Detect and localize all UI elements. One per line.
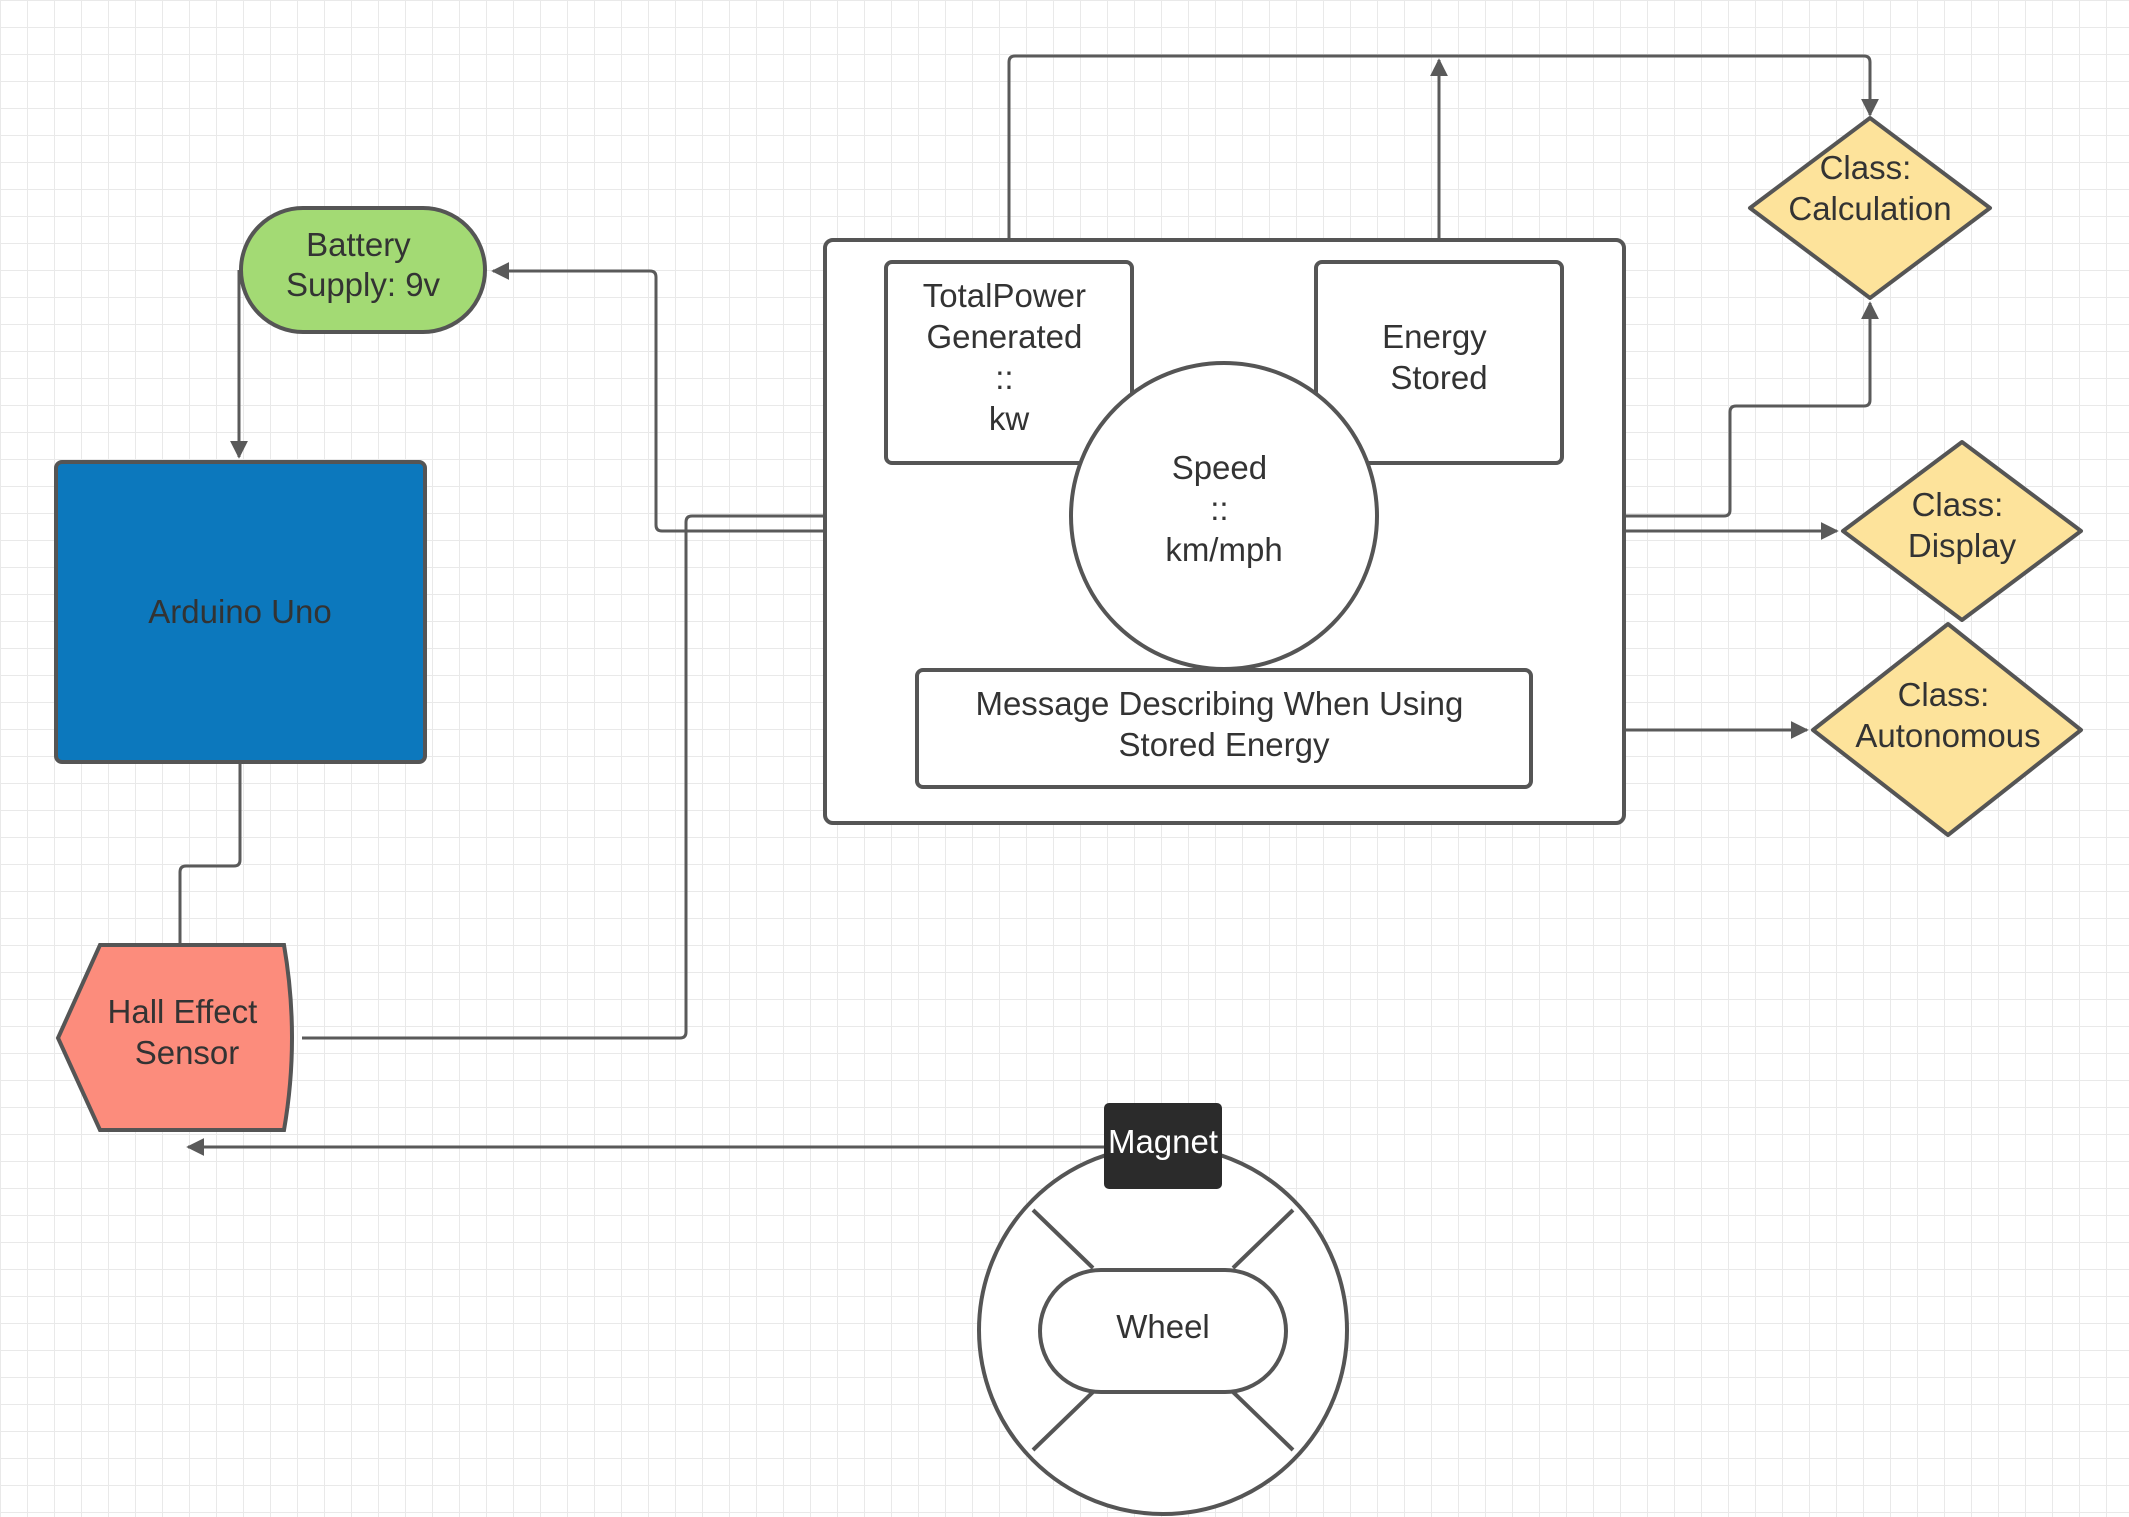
class-display-node[interactable]: Class: Display — [1841, 440, 2083, 622]
wheel-hub-shape — [1038, 1268, 1288, 1394]
battery-shape — [239, 206, 487, 334]
edge-total-power-to-calculation[interactable] — [1007, 54, 1879, 262]
hall-sensor-label: Hall Effect Sensor — [108, 993, 267, 1071]
wheel-spoke-top-right — [1231, 1208, 1295, 1270]
total-power-label: TotalPower Generated :: kw — [923, 277, 1095, 437]
message-label: Message Describing When Using Stored Ene… — [975, 685, 1472, 763]
magnet-label: Magnet — [1108, 1123, 1218, 1160]
magnet-node[interactable]: Magnet — [1104, 1103, 1222, 1189]
edge-speed-to-calculation[interactable] — [1378, 301, 1879, 518]
class-calculation-node[interactable]: Class: Calculation — [1748, 116, 1992, 300]
energy-stored-node[interactable]: Energy Stored — [1314, 260, 1564, 465]
edge-hall-sensor-to-speed[interactable] — [302, 507, 1068, 1040]
arduino-shape — [54, 460, 427, 764]
wheel-spoke-top-left — [1031, 1208, 1095, 1270]
magnet-shape — [1104, 1103, 1222, 1189]
class-display-shape — [1841, 440, 2083, 622]
hall-sensor-shape — [55, 943, 294, 1132]
arduino-node[interactable]: Arduino Uno — [54, 460, 427, 764]
wheel-spoke-bottom-right — [1231, 1390, 1295, 1452]
arduino-label: Arduino Uno — [148, 593, 331, 630]
energy-stored-label: Energy Stored — [1382, 318, 1496, 396]
class-autonomous-shape — [1811, 622, 2083, 837]
wheel-node[interactable]: Wheel — [977, 1144, 1349, 1516]
speed-node[interactable]: Speed :: km/mph — [1069, 361, 1379, 671]
total-power-shape — [884, 260, 1134, 465]
class-autonomous-node[interactable]: Class: Autonomous — [1811, 622, 2083, 837]
class-calculation-shape — [1748, 116, 1992, 300]
energy-stored-shape — [1314, 260, 1564, 465]
message-node[interactable]: Message Describing When Using Stored Ene… — [915, 668, 1533, 789]
wheel-label: Wheel — [1116, 1308, 1210, 1345]
connectors — [171, 54, 1879, 1156]
edge-container-to-battery[interactable] — [491, 262, 825, 533]
total-power-node[interactable]: TotalPower Generated :: kw — [884, 260, 1134, 465]
class-calculation-label: Class: Calculation — [1788, 149, 1951, 227]
class-display-label: Class: Display — [1908, 486, 2017, 564]
hall-sensor-node[interactable]: Hall Effect Sensor — [55, 943, 294, 1132]
battery-node[interactable]: Battery Supply: 9v — [239, 206, 487, 334]
message-shape — [915, 668, 1533, 789]
edge-arduino-to-hall-sensor[interactable] — [171, 763, 242, 969]
wheel-spoke-bottom-left — [1031, 1390, 1095, 1452]
speed-label: Speed :: km/mph — [1165, 449, 1282, 568]
class-autonomous-label: Class: Autonomous — [1855, 676, 2040, 754]
battery-label: Battery Supply: 9v — [286, 226, 441, 303]
